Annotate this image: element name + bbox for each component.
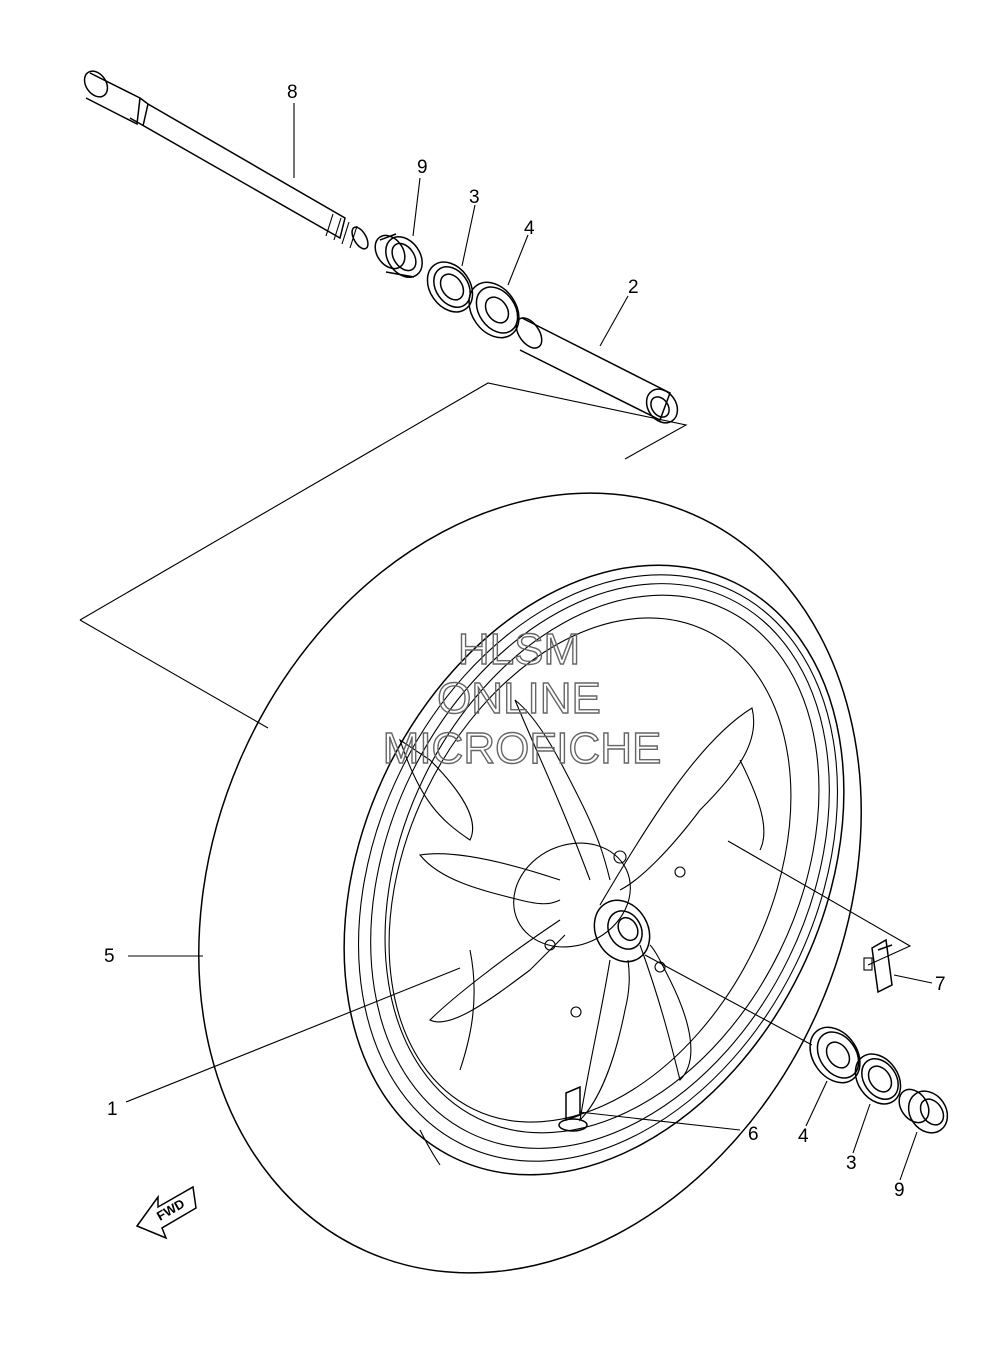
watermark-line-2: ONLINE [437, 674, 601, 723]
collar-bottom [898, 1088, 949, 1134]
watermark-line-1: HLSM [458, 625, 580, 674]
callout-8: 8 [287, 82, 298, 103]
watermark-line-3: MICROFICHE [383, 724, 662, 773]
fwd-label: FWD [154, 1196, 187, 1224]
callout-9-bottom: 9 [894, 1180, 905, 1201]
watermark: HLSM ONLINE MICROFICHE [382, 624, 662, 773]
wheel-spokes [398, 699, 765, 1166]
wheel-hub [513, 842, 651, 963]
bearing-4-top [468, 281, 520, 339]
callout-3-bottom: 3 [846, 1153, 857, 1174]
bearing-4-bottom [809, 1026, 861, 1084]
callout-2: 2 [628, 277, 639, 298]
hub-spacer-tube [515, 317, 679, 424]
forward-direction-arrow: FWD [135, 1185, 197, 1240]
front-wheel [198, 492, 862, 1274]
callout-5: 5 [104, 946, 115, 967]
collar-top [374, 233, 423, 278]
assembly-reference-lines [79, 382, 912, 1046]
callout-9-top: 9 [417, 157, 428, 178]
callout-7: 7 [935, 974, 946, 995]
callout-4-top: 4 [524, 218, 535, 239]
leader-lines [125, 103, 933, 1181]
front-axle [83, 70, 369, 250]
bearing-3-top [426, 261, 474, 313]
callout-1: 1 [107, 1099, 118, 1120]
callouts: 8 9 3 4 2 5 1 6 7 4 3 9 [104, 82, 946, 1201]
tire-valve [558, 1085, 588, 1132]
bearing-3-bottom [854, 1053, 902, 1105]
callout-6: 6 [748, 1124, 759, 1145]
callout-4-bottom: 4 [798, 1126, 809, 1147]
callout-3-top: 3 [469, 187, 480, 208]
balance-weight [863, 938, 893, 994]
